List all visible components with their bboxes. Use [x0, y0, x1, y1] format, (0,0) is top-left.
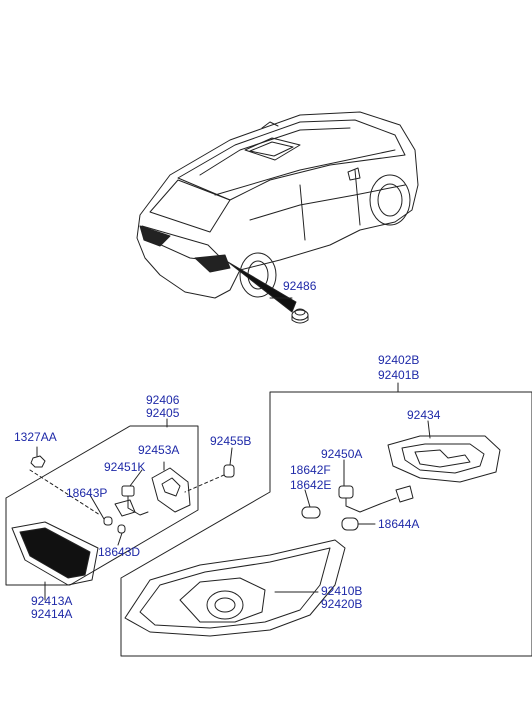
- part-label-92450a[interactable]: 92450A: [321, 447, 363, 461]
- bulb-18644a: [341, 517, 376, 531]
- part-label-92451k[interactable]: 92451K: [104, 460, 146, 474]
- socket-92450a: [338, 459, 414, 513]
- rear-lamp-92413a: [11, 521, 99, 601]
- clip-92486: [291, 308, 309, 324]
- part-label-92455b[interactable]: 92455B: [210, 434, 252, 448]
- part-label-18642e[interactable]: 18642E: [290, 478, 332, 492]
- part-label-92413a[interactable]: 92413A: [31, 594, 73, 608]
- bulb-18642f: [301, 489, 321, 519]
- part-label-1327aa[interactable]: 1327AA: [14, 430, 57, 444]
- part-label-92402b[interactable]: 92402B: [378, 353, 420, 367]
- part-label-18643d[interactable]: 18643D: [98, 545, 141, 559]
- gasket-92434: [387, 420, 501, 483]
- housing-box: [5, 425, 199, 586]
- part-label-18643p[interactable]: 18643P: [66, 486, 108, 500]
- part-label-18644a[interactable]: 18644A: [378, 517, 420, 531]
- part-label-92406[interactable]: 92406: [146, 393, 180, 407]
- grommet-92455b: [184, 447, 235, 493]
- bulb-18643d: [117, 524, 126, 546]
- part-label-18642f[interactable]: 18642F: [290, 463, 331, 477]
- screw-1327aa: [29, 446, 101, 516]
- car-illustration: [136, 111, 419, 313]
- assy-box: [120, 391, 532, 657]
- part-label-92414a[interactable]: 92414A: [31, 607, 73, 621]
- part-label-92405[interactable]: 92405: [146, 406, 180, 420]
- part-label-92486[interactable]: 92486: [283, 279, 317, 293]
- bulb-18643p: [89, 494, 113, 526]
- part-label-92420b[interactable]: 92420B: [321, 597, 363, 611]
- part-label-92401b[interactable]: 92401B: [378, 368, 420, 382]
- part-label-92434[interactable]: 92434: [407, 408, 441, 422]
- part-label-92453a[interactable]: 92453A: [138, 443, 180, 457]
- tail-lens-92410b: [124, 539, 346, 637]
- holder-92453a: [151, 461, 191, 513]
- part-label-92410b[interactable]: 92410B: [321, 584, 363, 598]
- socket-92451k: [114, 469, 149, 517]
